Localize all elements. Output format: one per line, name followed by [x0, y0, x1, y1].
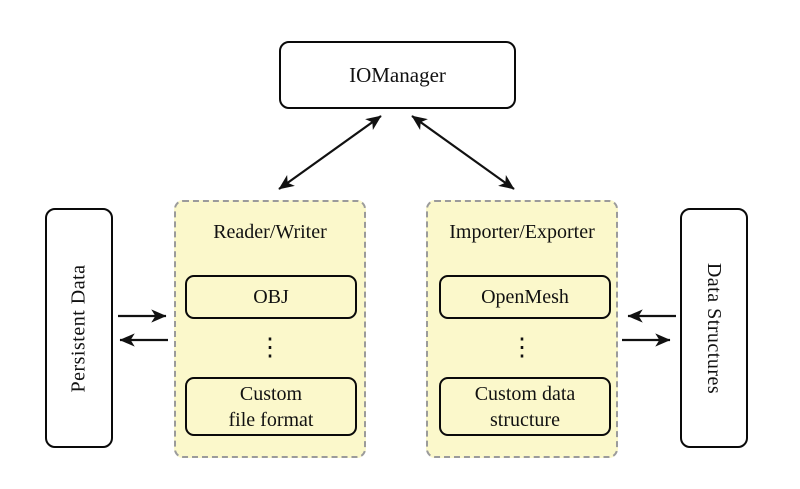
group-importer-exporter: Importer/Exporter OpenMesh ⋮ Custom data…: [426, 200, 618, 458]
group-reader-writer-title: Reader/Writer: [213, 221, 327, 243]
node-custom-data-structure: Custom data structure: [439, 377, 611, 436]
node-persistent-data-label: Persistent Data: [67, 263, 90, 393]
node-custom-file-format: Custom file format: [185, 377, 357, 436]
node-openmesh-label: OpenMesh: [481, 285, 569, 308]
ellipsis-dots: ⋮: [257, 334, 283, 361]
node-obj-label: OBJ: [253, 285, 289, 308]
node-custom-data-structure-line1: Custom data: [474, 382, 576, 405]
node-iomanager: IOManager: [279, 41, 516, 109]
node-openmesh: OpenMesh: [439, 275, 611, 319]
arrow-iomanager-reader-writer: [278, 115, 382, 190]
node-custom-file-format-line2: file format: [228, 408, 314, 431]
node-custom-data-structure-line2: structure: [490, 408, 560, 431]
group-reader-writer: Reader/Writer OBJ ⋮ Custom file format: [174, 200, 366, 458]
node-persistent-data: Persistent Data: [45, 208, 113, 448]
node-data-structures: Data Structures: [680, 208, 748, 448]
arrow-iomanager-importer-exporter: [411, 115, 515, 190]
node-iomanager-label: IOManager: [349, 62, 446, 87]
node-custom-file-format-line1: Custom: [239, 382, 303, 405]
ellipsis-dots: ⋮: [509, 334, 535, 361]
group-importer-exporter-title: Importer/Exporter: [449, 221, 595, 243]
node-obj: OBJ: [185, 275, 357, 319]
node-data-structures-label: Data Structures: [703, 262, 726, 394]
